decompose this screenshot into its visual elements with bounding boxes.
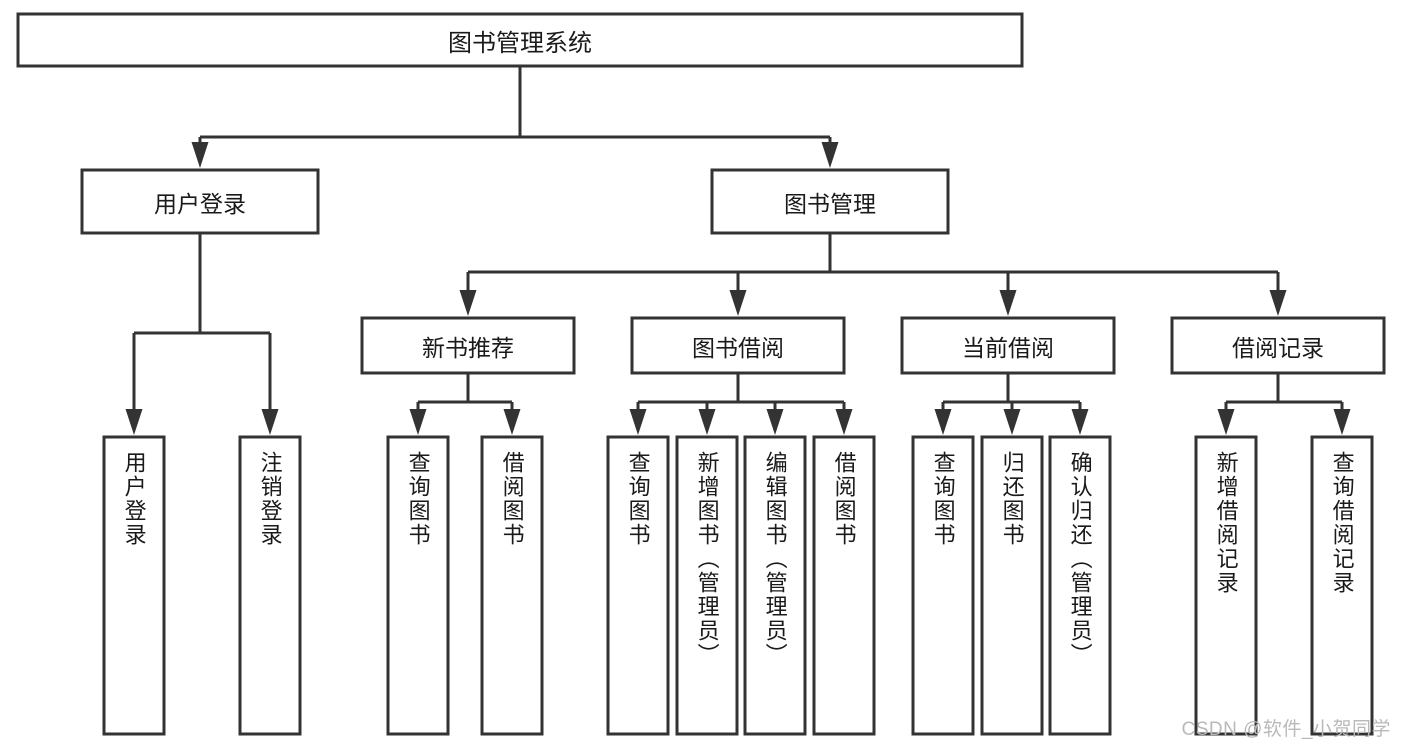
arrow-head-icon — [821, 142, 839, 168]
node-box-leaf-edit-book-admin[interactable] — [743, 435, 807, 736]
node-box-leaf-query-borrow-record[interactable] — [1310, 435, 1374, 736]
connector-group-bar-current-borrow — [934, 373, 1089, 435]
arrow-head-icon — [1003, 409, 1021, 435]
arrow-head-icon — [1071, 409, 1089, 435]
node-box-leaf-query-book-1[interactable] — [386, 435, 450, 736]
arrow-head-icon — [766, 409, 784, 435]
node-box-book-borrow[interactable] — [630, 316, 846, 375]
node-box-leaf-query-book-3[interactable] — [911, 435, 975, 736]
node-box-borrow-record[interactable] — [1170, 316, 1386, 375]
arrow-head-icon — [459, 290, 477, 316]
arrow-head-icon — [261, 409, 279, 435]
node-box-leaf-add-borrow-record[interactable] — [1194, 435, 1258, 736]
connector-group-bar-book-manage — [459, 233, 1287, 316]
arrow-head-icon — [1217, 409, 1235, 435]
connector-group-bar-new-book-recommend — [409, 373, 521, 435]
arrow-head-icon — [835, 409, 853, 435]
node-box-leaf-borrow-book-2[interactable] — [812, 435, 876, 736]
node-box-user-login[interactable] — [80, 168, 320, 235]
arrow-head-icon — [1269, 290, 1287, 316]
arrow-head-icon — [934, 409, 952, 435]
connector-group-bar-root — [191, 66, 839, 168]
node-box-current-borrow[interactable] — [900, 316, 1116, 375]
node-box-book-manage[interactable] — [710, 168, 950, 235]
arrow-head-icon — [999, 290, 1017, 316]
arrow-head-icon — [503, 409, 521, 435]
node-box-leaf-add-book-admin[interactable] — [675, 435, 739, 736]
arrow-head-icon — [629, 409, 647, 435]
watermark-text: CSDN @软件_小贺同学 — [1181, 719, 1391, 740]
node-box-leaf-return-book[interactable] — [980, 435, 1044, 736]
arrow-head-icon — [729, 290, 747, 316]
arrow-head-icon — [409, 409, 427, 435]
arrow-head-icon — [125, 409, 143, 435]
node-box-leaf-query-book-2[interactable] — [606, 435, 670, 736]
node-box-root[interactable] — [16, 12, 1024, 68]
connector-group-bar-book-borrow — [629, 373, 853, 435]
node-box-new-book-recommend[interactable] — [360, 316, 576, 375]
arrow-head-icon — [698, 409, 716, 435]
boxes-layer — [16, 12, 1386, 736]
connector-group-bar-borrow-record — [1217, 373, 1351, 435]
node-box-leaf-user-login[interactable] — [102, 435, 166, 736]
node-box-leaf-user-logout[interactable] — [238, 435, 302, 736]
edges-layer — [125, 66, 1351, 435]
node-box-leaf-confirm-return-admin[interactable] — [1048, 435, 1112, 736]
node-box-leaf-borrow-book-1[interactable] — [480, 435, 544, 736]
arrow-head-icon — [191, 142, 209, 168]
connector-group-bar-user-login — [125, 233, 279, 435]
arrow-head-icon — [1333, 409, 1351, 435]
